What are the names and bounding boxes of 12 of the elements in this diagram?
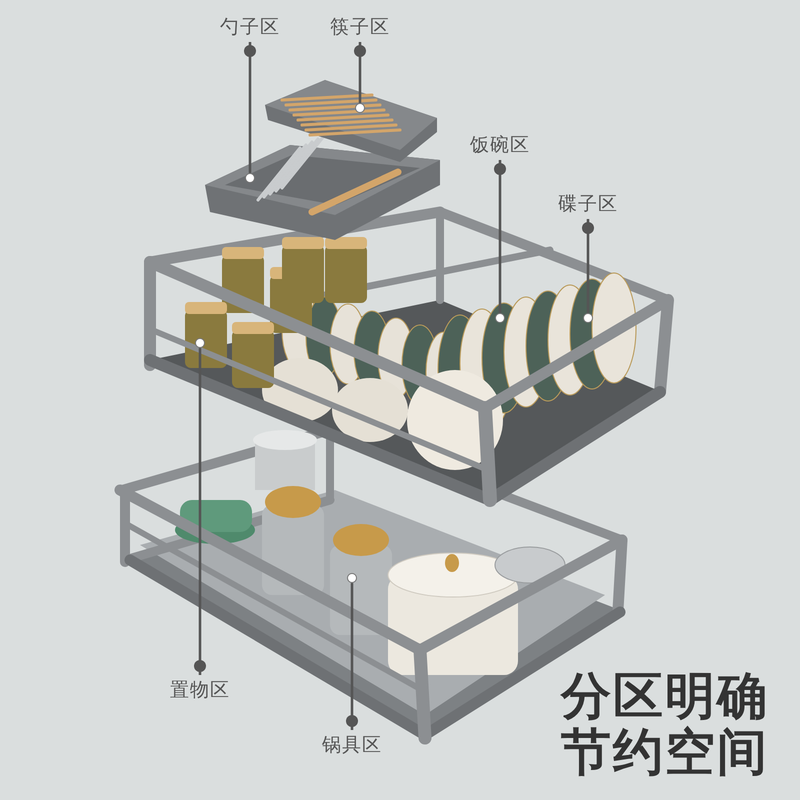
leader-line xyxy=(346,583,358,730)
zone-label: 勺子区 xyxy=(210,12,290,42)
zone-label: 饭碗区 xyxy=(460,130,540,160)
zone-label: 筷子区 xyxy=(320,12,400,42)
leader-line xyxy=(582,219,594,313)
zone-label: 置物区 xyxy=(160,675,240,705)
zone-label: 锅具区 xyxy=(312,730,392,760)
leader-line xyxy=(194,348,206,675)
slogan-text: 分区明确 xyxy=(559,668,770,724)
zone-label: 碟子区 xyxy=(548,189,628,219)
slogan-text: 节约空间 xyxy=(560,724,770,780)
leader-line xyxy=(354,42,366,103)
